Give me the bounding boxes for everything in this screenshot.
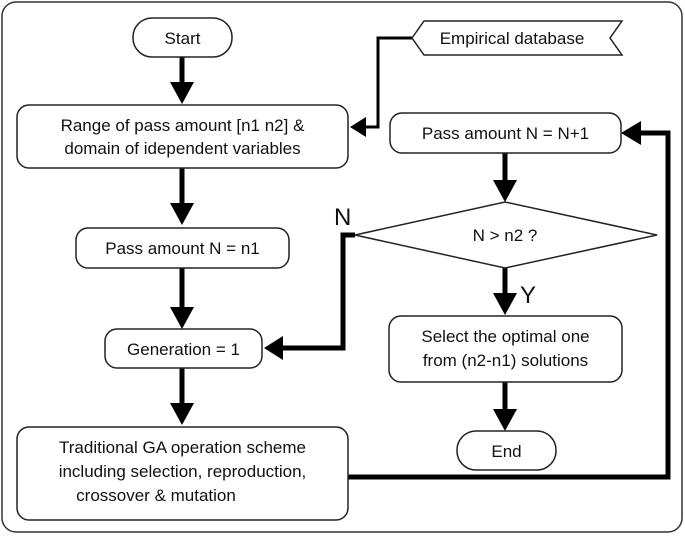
range-label-line-1: Range of pass amount [n1 n2] &: [61, 116, 305, 135]
arrow-decision-no-branch: [282, 232, 355, 351]
arrowhead-select-to-end: [493, 409, 517, 431]
range-label-line-2: domain of idependent variables: [64, 139, 300, 158]
end-node: End: [456, 430, 557, 471]
empirical-database-node: Empirical database: [411, 20, 624, 56]
ga-scheme-label-line-2: including selection, reproduction,: [59, 462, 307, 481]
arrowhead-start-to-range: [170, 82, 194, 104]
pass-increment-node: Pass amount N = N+1: [389, 112, 622, 154]
arrowhead-ga-loop-back: [621, 121, 641, 145]
select-optimal-label-line-2: from (n2-n1) solutions: [423, 351, 588, 370]
range-node: Range of pass amount [n1 n2] & domain of…: [16, 104, 349, 169]
empirical-database-label: Empirical database: [440, 29, 585, 48]
arrowhead-decision-yes-branch: [493, 293, 517, 315]
arrowhead-database-to-range: [350, 117, 366, 137]
select-optimal-label-line-1: Select the optimal one: [421, 327, 589, 346]
arrowhead-pass-inc-to-decision: [493, 180, 517, 202]
ga-scheme-node: Traditional GA operation scheme includin…: [16, 426, 349, 521]
pass-init-node: Pass amount N = n1: [75, 227, 290, 269]
arrow-ga-loop-back: [348, 130, 671, 480]
pass-init-label: Pass amount N = n1: [105, 239, 260, 258]
arrowhead-decision-no-branch: [264, 336, 283, 360]
generation-label: Generation = 1: [127, 340, 240, 359]
arrowhead-pass-init-to-generation: [170, 307, 194, 329]
arrowhead-range-to-pass-init: [170, 203, 194, 225]
arrow-database-to-range: [366, 36, 412, 129]
decision-label: N > n2 ?: [473, 226, 538, 245]
end-label: End: [491, 442, 521, 461]
ga-scheme-label-line-3: crossover & mutation: [76, 486, 236, 505]
ga-scheme-label-line-1: Traditional GA operation scheme: [59, 438, 306, 457]
generation-node: Generation = 1: [104, 328, 263, 369]
start-label: Start: [165, 29, 201, 48]
branch-label-yes: Y: [520, 282, 536, 309]
select-optimal-node: Select the optimal one from (n2-n1) solu…: [388, 315, 623, 383]
pass-increment-label: Pass amount N = N+1: [422, 124, 589, 143]
decision-node: N > n2 ?: [354, 201, 658, 269]
arrowhead-generation-to-ga: [170, 403, 194, 425]
start-node: Start: [132, 17, 233, 58]
branch-label-no: N: [334, 204, 351, 231]
